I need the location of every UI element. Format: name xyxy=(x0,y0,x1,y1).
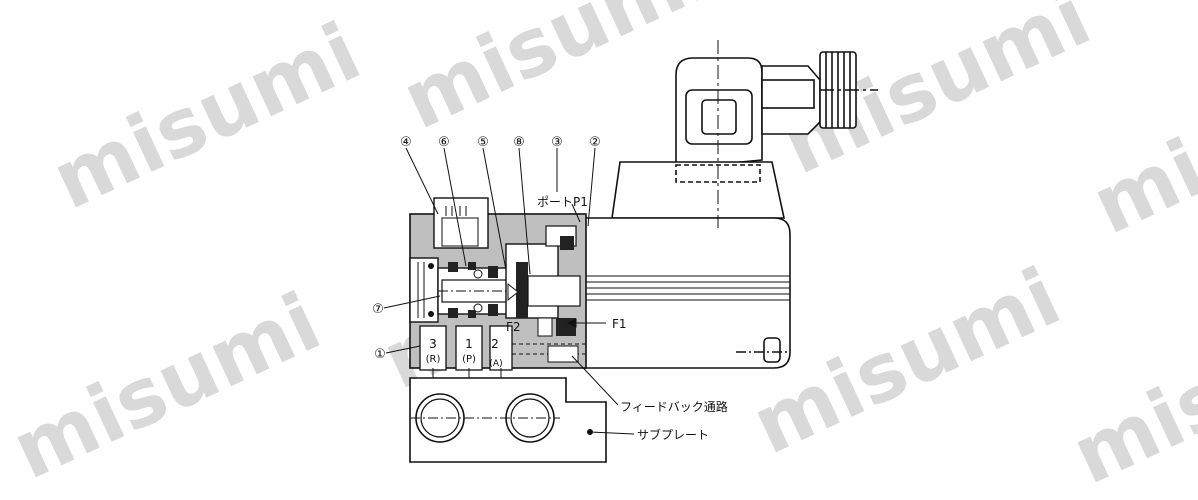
port-2-number: 2 xyxy=(491,337,499,351)
watermark-text: misumi xyxy=(1059,280,1198,500)
din-connector xyxy=(675,51,878,169)
valve-body xyxy=(409,197,587,378)
diagram-labels: ポートP1 F2 F1 フィードバック通路 サブプレート xyxy=(506,195,728,442)
port-3-name: (R) xyxy=(426,354,441,365)
watermark-text: misumi xyxy=(0,275,334,497)
port-3-number: 3 xyxy=(429,337,437,351)
label-subplate: サブプレート xyxy=(637,427,709,442)
part-number-8: ⑧ xyxy=(513,135,525,150)
label-feedback-passage: フィードバック通路 xyxy=(620,399,728,414)
subplate xyxy=(409,377,607,463)
watermark-text: misumi xyxy=(1079,30,1198,252)
part-callouts xyxy=(383,147,635,435)
port-2-name: (A) xyxy=(489,359,502,369)
connector-neck-inner xyxy=(761,79,815,109)
coil-cap xyxy=(611,161,785,219)
label-f1: F1 xyxy=(612,317,627,331)
port-labels: 3 (R) 1 (P) 2 (A) xyxy=(426,337,503,369)
coil-screw xyxy=(763,337,781,363)
part-number-5: ⑤ xyxy=(477,135,489,150)
port-1-number: 1 xyxy=(465,337,473,351)
part-number-2: ② xyxy=(589,135,601,150)
part-number-6: ⑥ xyxy=(438,135,450,150)
part-number-7: ⑦ xyxy=(372,302,384,317)
watermark-text: misumi xyxy=(389,0,724,147)
connector-pin-socket xyxy=(701,99,737,135)
port-1-name: (P) xyxy=(462,354,476,365)
label-f2: F2 xyxy=(506,320,521,334)
part-number-1: ① xyxy=(374,347,386,362)
label-port-p1: ポートP1 xyxy=(537,195,588,209)
part-number-3: ③ xyxy=(551,135,563,150)
solenoid-coil xyxy=(583,217,791,369)
watermark-text: misumi xyxy=(39,5,374,227)
part-number-4: ④ xyxy=(400,135,412,150)
part-number-labels: ④ ⑥ ⑤ ⑧ ③ ② ⑦ ① xyxy=(372,135,601,362)
